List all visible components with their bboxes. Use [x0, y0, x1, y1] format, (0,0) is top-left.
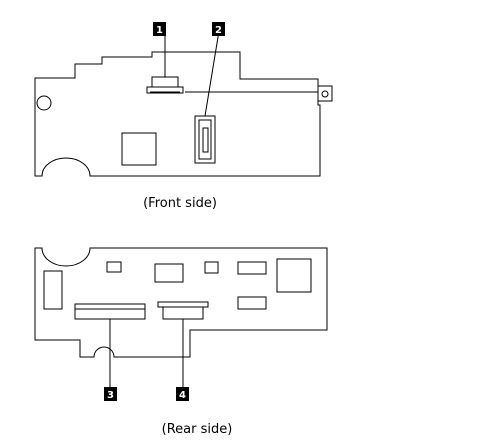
front-board-outline	[34, 51, 321, 177]
callout-2: 2	[212, 22, 225, 36]
callout-3-label: 3	[107, 390, 114, 401]
front-side-post	[317, 85, 333, 102]
caption-front-side: (Front side)	[143, 196, 217, 211]
leader-line-2	[204, 30, 220, 117]
callout-4: 4	[176, 387, 189, 401]
connector-3	[74, 303, 146, 320]
rear-board-outline	[34, 247, 328, 358]
connector-2	[194, 115, 216, 164]
connector-4	[157, 301, 209, 320]
rear-side-board	[34, 247, 328, 387]
callout-2-label: 2	[215, 25, 222, 36]
front-mount-hole	[36, 95, 52, 111]
callout-3: 3	[104, 387, 117, 401]
front-square-chip	[121, 132, 157, 166]
rear-tall-chip	[43, 270, 63, 310]
rear-large-chip	[276, 258, 312, 293]
callout-1: 1	[153, 22, 166, 36]
front-side-board	[34, 30, 333, 177]
caption-rear-side: (Rear side)	[162, 422, 233, 437]
callout-4-label: 4	[179, 390, 186, 401]
callout-1-label: 1	[156, 25, 163, 36]
rear-small-chip-3	[204, 261, 219, 274]
rear-chip-2	[154, 263, 184, 283]
rear-small-chip-1	[106, 261, 122, 273]
rear-chip-5	[237, 296, 267, 310]
rear-chip-4	[237, 261, 267, 275]
connector-1	[146, 76, 184, 94]
